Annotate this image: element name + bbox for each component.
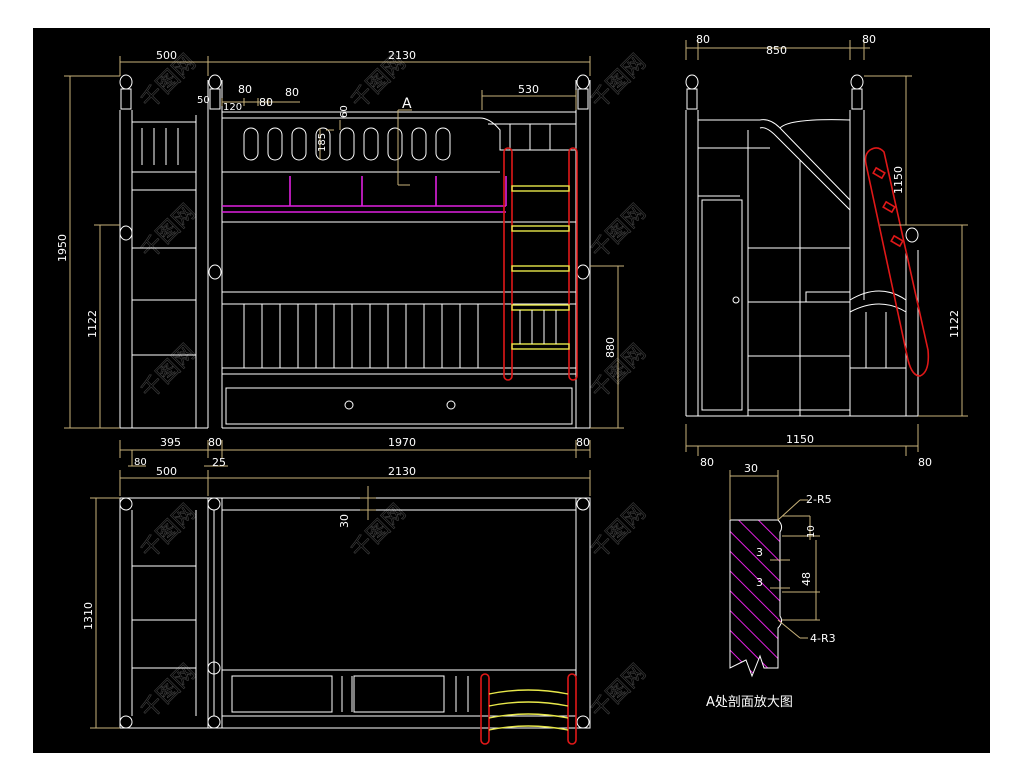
ladder-rungs — [511, 185, 570, 350]
svg-text:千图网: 千图网 — [137, 340, 201, 404]
dim-label: 1950 — [56, 234, 69, 262]
front-dimensions — [64, 56, 624, 467]
dim-label: 2130 — [388, 465, 416, 478]
svg-text:千图网: 千图网 — [587, 340, 651, 404]
dim-label: 1122 — [86, 310, 99, 338]
dim-label: 80 — [576, 436, 590, 449]
dim-label: 80 — [238, 83, 252, 96]
dim-label: 80 — [208, 436, 222, 449]
svg-text:千图网: 千图网 — [587, 200, 651, 264]
top-dimension-labels: 500 2130 30 1310 — [82, 465, 416, 630]
dim-label: 80 — [862, 33, 876, 46]
cad-canvas: 500 2130 50 120 80 80 80 60 185 530 A 19… — [56, 33, 968, 745]
lower-guard-slats — [243, 304, 479, 368]
side-dimension-labels: 80 850 80 1150 1122 1150 80 80 — [696, 33, 961, 469]
svg-text:千图网: 千图网 — [137, 660, 201, 724]
dim-label: 50 — [197, 95, 210, 106]
dim-label: 500 — [156, 49, 177, 62]
dim-label: 120 — [223, 102, 242, 113]
dim-label: 185 — [317, 133, 328, 152]
dim-label: 80 — [259, 96, 273, 109]
svg-text:千图网: 千图网 — [587, 660, 651, 724]
guard-rail-ovals — [243, 127, 451, 161]
svg-text:千图网: 千图网 — [587, 50, 651, 114]
dim-label: 1122 — [948, 310, 961, 338]
dim-label: 80 — [700, 456, 714, 469]
dim-label: 1970 — [388, 436, 416, 449]
side-ladder — [864, 147, 930, 377]
svg-text:千图网: 千图网 — [137, 500, 201, 564]
dim-label: 48 — [800, 572, 813, 586]
dim-label: 10 — [806, 525, 817, 538]
front-dimension-labels: 500 2130 50 120 80 80 80 60 185 530 A 19… — [56, 49, 617, 469]
dim-label: 30 — [744, 462, 758, 475]
dim-label: 80 — [134, 457, 147, 468]
dim-label: 3 — [756, 576, 763, 589]
drawer-knob-right — [446, 400, 456, 410]
section-caption: A处剖面放大图 — [706, 695, 793, 710]
dim-label: 1150 — [892, 166, 905, 194]
dim-label: 1310 — [82, 602, 95, 630]
dim-label: 530 — [518, 83, 539, 96]
dim-label: 500 — [156, 465, 177, 478]
ladder-rail-left — [503, 147, 513, 381]
radius-label: 4-R3 — [810, 632, 836, 645]
dim-label: 80 — [918, 456, 932, 469]
dim-label: 1150 — [786, 433, 814, 446]
top-view — [119, 497, 591, 729]
drawer — [225, 387, 573, 425]
ladder-front — [503, 147, 578, 381]
side-dimensions — [685, 40, 968, 456]
top-dimensions — [90, 470, 591, 729]
dim-label: 80 — [285, 86, 299, 99]
upper-bed-rail — [222, 176, 507, 213]
dim-label: 30 — [338, 514, 351, 528]
drawer-knob-left — [344, 400, 354, 410]
dim-label: 850 — [766, 44, 787, 57]
cad-drawing-viewport[interactable]: 500 2130 50 120 80 80 80 60 185 530 A 19… — [33, 28, 990, 753]
side-view — [685, 74, 919, 417]
section-profile — [729, 519, 783, 678]
dim-label: 395 — [160, 436, 181, 449]
svg-text:千图网: 千图网 — [587, 500, 651, 564]
finial-left — [119, 74, 222, 280]
svg-text:千图网: 千图网 — [137, 200, 201, 264]
dim-label: 2130 — [388, 49, 416, 62]
dim-label: 3 — [756, 546, 763, 559]
front-view — [119, 74, 591, 429]
dim-label: 80 — [696, 33, 710, 46]
dim-label: 25 — [212, 456, 226, 469]
section-a-detail: 30 2-R5 10 3 48 3 4-R3 A处剖面放大图 — [706, 462, 836, 710]
ladder-rail-right — [568, 147, 578, 381]
top-ladder — [480, 673, 577, 745]
radius-label: 2-R5 — [806, 493, 832, 506]
dim-label: 880 — [604, 337, 617, 358]
dim-label: 60 — [339, 105, 350, 118]
section-marker-label: A — [402, 96, 412, 112]
